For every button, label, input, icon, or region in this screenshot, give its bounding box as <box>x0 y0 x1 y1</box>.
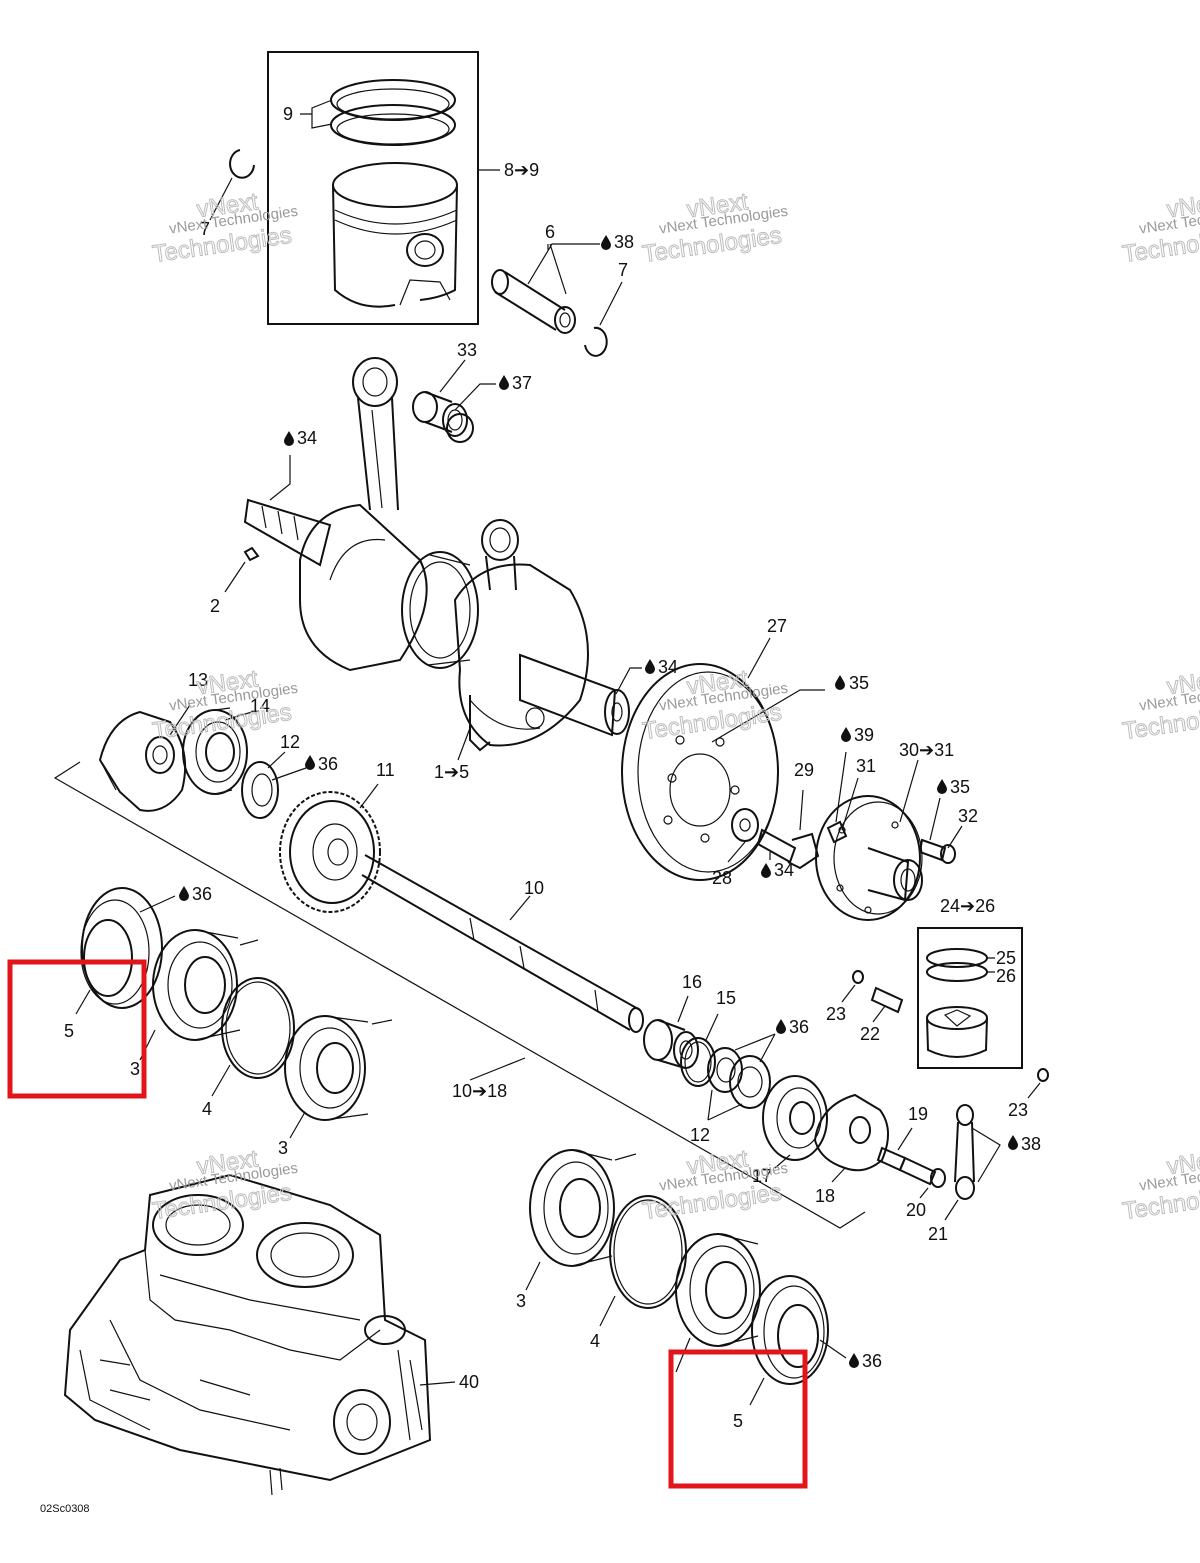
highlight-box-seal-5-right <box>668 1349 808 1489</box>
label-14: 14 <box>250 696 270 716</box>
label-5-left: 5 <box>64 1021 74 1041</box>
label-9: 9 <box>283 104 293 124</box>
highlight-box-seal-5-left <box>7 959 147 1099</box>
bearing-3-left-b <box>284 1015 393 1139</box>
label-35-hub: 35 <box>950 777 970 797</box>
label-40: 40 <box>459 1372 479 1392</box>
label-33: 33 <box>457 340 477 360</box>
label-36-left: 36 <box>318 754 338 774</box>
hub-30 <box>815 759 923 921</box>
part-23-upper <box>852 970 864 984</box>
link-rod-21 <box>944 1104 1001 1221</box>
label-11: 11 <box>376 760 395 780</box>
label-38-link: 38 <box>1021 1134 1041 1154</box>
seal-12-left <box>241 751 307 819</box>
bearing-3-right-b <box>675 1233 761 1373</box>
label-2: 2 <box>210 596 220 616</box>
label-10: 10 <box>524 878 544 898</box>
needle-bearing-16 <box>643 995 699 1069</box>
label-7-left: 7 <box>200 219 210 239</box>
seals-12-right <box>707 1033 776 1121</box>
label-8-9: 8➔9 <box>504 160 539 180</box>
bearing-14 <box>182 707 253 795</box>
label-34-top: 34 <box>297 428 317 448</box>
ring-15 <box>680 1013 719 1087</box>
label-36-right: 36 <box>789 1017 809 1037</box>
plug-39 <box>826 751 848 844</box>
label-28: 28 <box>712 868 732 888</box>
label-32: 32 <box>958 806 978 826</box>
label-35-rotor: 35 <box>849 673 869 693</box>
label-5-right: 5 <box>733 1411 743 1431</box>
rotor-27 <box>621 637 825 881</box>
label-12-right: 12 <box>690 1125 710 1145</box>
bolt-29 <box>756 789 820 870</box>
label-36-seal-left: 36 <box>192 884 212 904</box>
bolt-32 <box>918 797 963 864</box>
label-39: 39 <box>854 725 874 745</box>
label-12-left: 12 <box>280 732 300 752</box>
circlip-7-left <box>209 149 255 221</box>
pin-22 <box>870 986 904 1023</box>
washer-28 <box>727 808 759 863</box>
label-34-shaft: 34 <box>658 657 678 677</box>
piston-pin-6 <box>491 243 600 334</box>
screw-20 <box>898 1156 946 1199</box>
label-24-26: 24➔26 <box>940 896 995 916</box>
label-37: 37 <box>512 373 532 393</box>
ring-4-left <box>211 977 295 1097</box>
label-36-seal-right: 36 <box>862 1351 882 1371</box>
label-31: 31 <box>856 756 876 776</box>
label-3-left-b: 3 <box>278 1138 288 1158</box>
label-20: 20 <box>906 1200 926 1220</box>
label-26: 26 <box>996 966 1016 986</box>
label-4-left: 4 <box>202 1099 212 1119</box>
label-3-left-a: 3 <box>130 1059 140 1079</box>
bearing-3-left-a <box>139 929 259 1061</box>
label-22: 22 <box>860 1024 880 1044</box>
bearing-3-right <box>525 1149 637 1291</box>
balance-piston-box <box>917 927 1023 1069</box>
figure-code: 02Sc0308 <box>40 1503 90 1515</box>
seal-5-right <box>749 1275 847 1406</box>
crankshaft-assembly <box>243 357 630 752</box>
label-13: 13 <box>188 670 208 690</box>
label-23-upper: 23 <box>826 1004 846 1024</box>
label-4-right: 4 <box>590 1331 600 1351</box>
seal-5-left <box>75 887 176 1015</box>
label-6: 6 <box>545 222 555 242</box>
group-bracket-line <box>53 761 866 1229</box>
circlip-7-right <box>584 281 623 357</box>
label-29: 29 <box>794 760 814 780</box>
label-23-lower: 23 <box>1008 1100 1028 1120</box>
label-16: 16 <box>682 972 702 992</box>
needle-bearing-33 <box>412 359 496 443</box>
label-1-5: 1➔5 <box>434 762 469 782</box>
label-19: 19 <box>908 1104 928 1124</box>
counterweight-18 <box>813 1093 889 1183</box>
label-10-18: 10➔18 <box>452 1081 507 1101</box>
label-3-right: 3 <box>516 1291 526 1311</box>
label-38-pin: 38 <box>614 232 634 252</box>
label-27: 27 <box>767 616 787 636</box>
label-7-right: 7 <box>618 260 628 280</box>
label-15: 15 <box>716 988 736 1008</box>
label-30-31: 30➔31 <box>899 740 954 760</box>
balance-shaft-10 <box>361 854 644 1033</box>
part-23-lower <box>1037 1068 1049 1082</box>
engine-block-40 <box>63 1173 456 1496</box>
piston-kit-box <box>267 51 500 325</box>
label-17: 17 <box>752 1166 772 1186</box>
label-34-bolt: 34 <box>774 860 794 880</box>
balance-gear-11 <box>279 783 381 913</box>
pin-19 <box>876 1127 913 1172</box>
bearing-17 <box>762 1075 828 1169</box>
label-25: 25 <box>996 948 1016 968</box>
label-21: 21 <box>928 1224 948 1244</box>
label-18: 18 <box>815 1186 835 1206</box>
key-2 <box>243 546 260 562</box>
